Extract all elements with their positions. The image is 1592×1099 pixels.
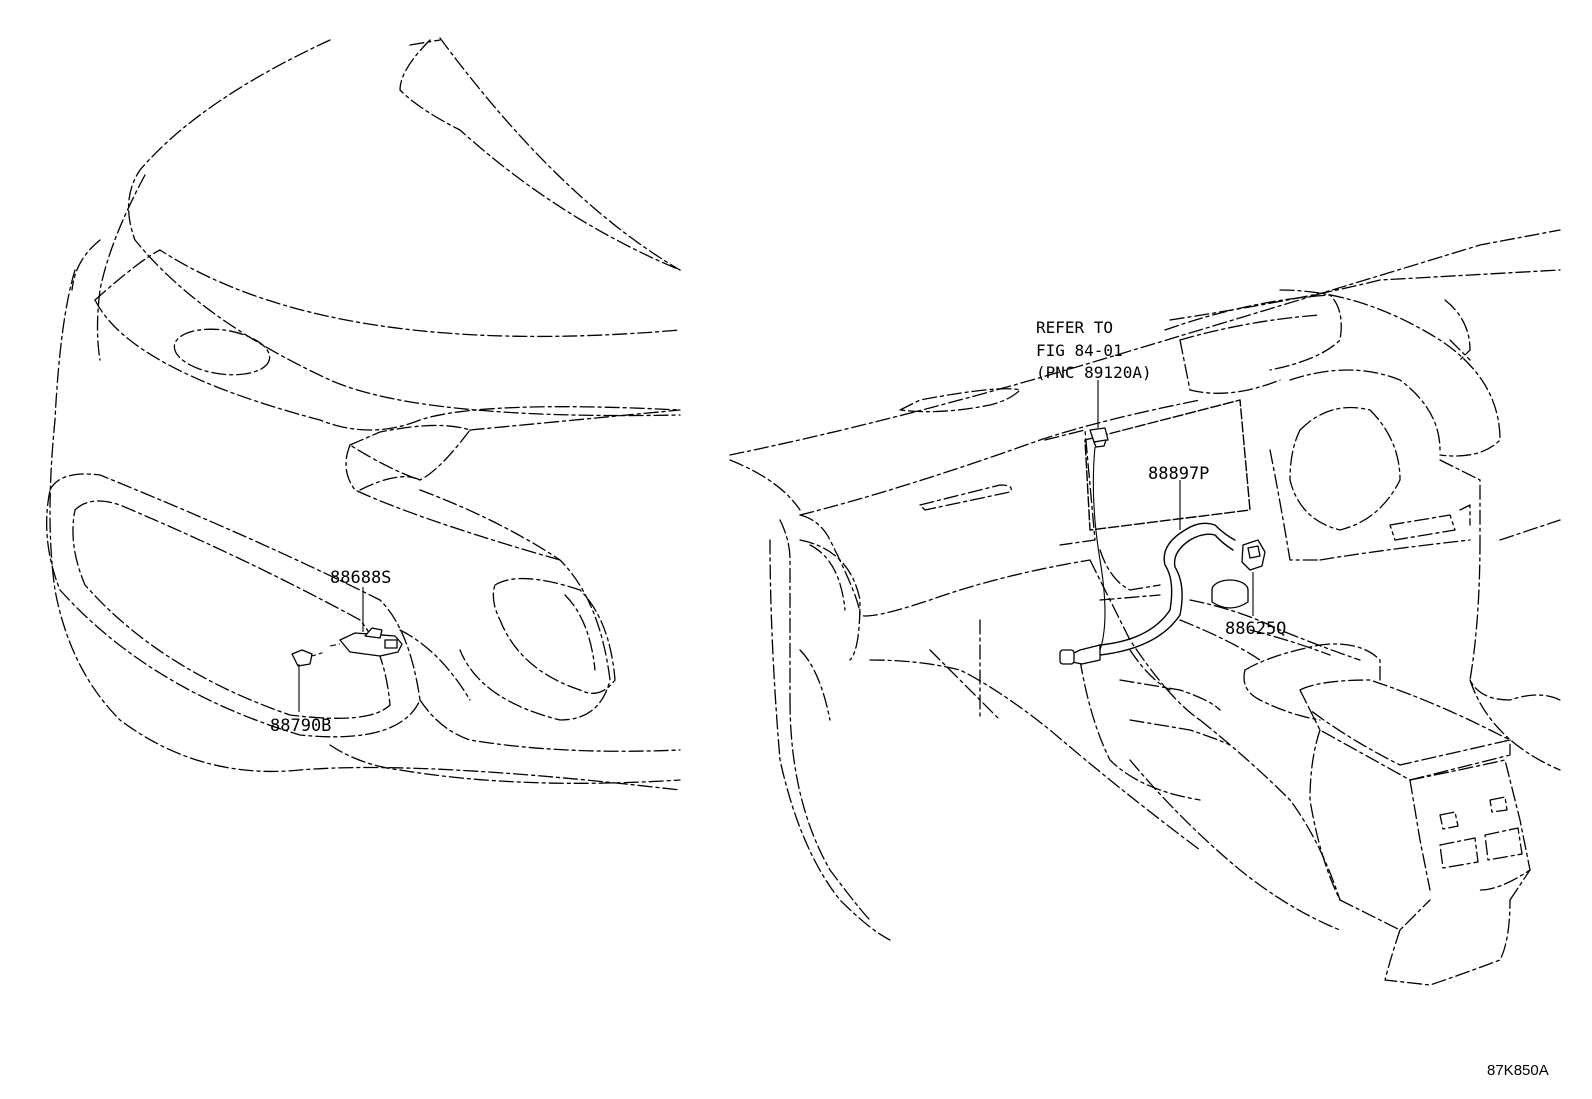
connector-top	[1089, 427, 1109, 448]
vehicle-front-view: 88688S 88790B	[46, 37, 681, 791]
diagram-code: 87K850A	[1487, 1062, 1549, 1079]
clip-88790B	[291, 649, 313, 667]
round-grommet	[1211, 579, 1249, 609]
label-88688S: 88688S	[330, 568, 391, 588]
label-88897P: 88897P	[1148, 464, 1209, 484]
sensor-88688S	[339, 627, 403, 657]
label-88790B: 88790B	[270, 716, 331, 736]
harness-88897P	[1059, 522, 1236, 665]
label-88625Q: 88625Q	[1225, 619, 1286, 639]
refer-text-line2: FIG 84-01	[1036, 341, 1123, 360]
refer-text-line3: (PNC 89120A)	[1036, 363, 1152, 382]
refer-text-line1: REFER TO	[1036, 318, 1113, 337]
sensor-88625Q	[1241, 539, 1266, 571]
instrument-panel-view: REFER TO FIG 84-01 (PNC 89120A) 88897P 8…	[729, 229, 1561, 986]
